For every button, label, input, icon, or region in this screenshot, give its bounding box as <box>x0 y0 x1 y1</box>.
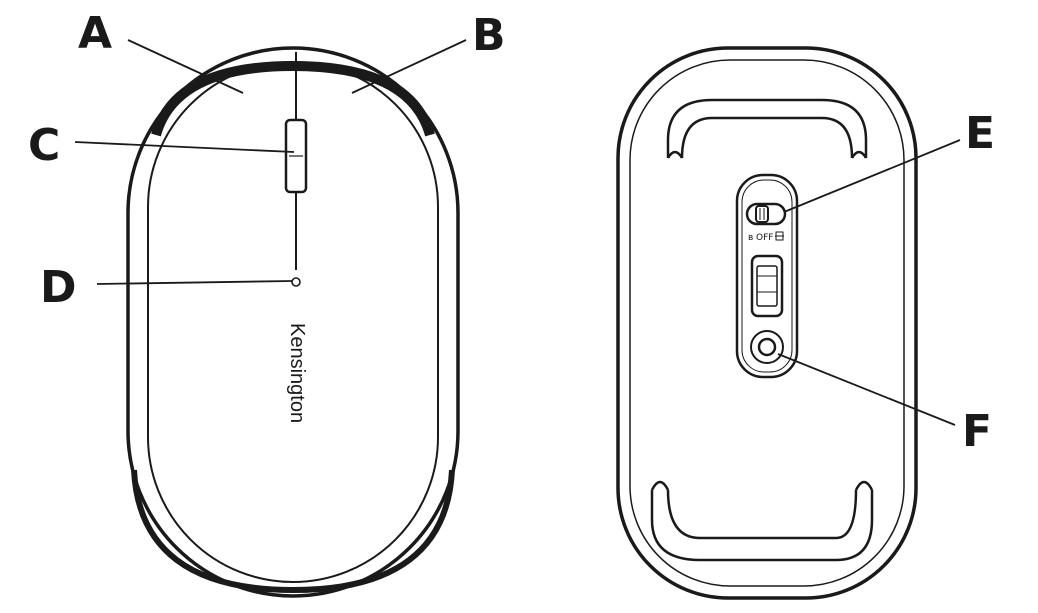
callout-label-e: E <box>965 108 995 159</box>
mouse-bottom-view: ʙ OFF <box>616 46 918 600</box>
bottom-foot-pad <box>650 480 874 562</box>
mouse-top-view: Kensington <box>126 46 460 598</box>
callout-label-a: A <box>78 8 112 59</box>
top-foot-pad <box>666 98 868 159</box>
optical-sensor <box>750 254 784 318</box>
leader-b <box>351 39 467 94</box>
bluetooth-icon: ʙ <box>748 233 753 243</box>
callout-label-f: F <box>962 406 992 457</box>
callout-label-b: B <box>472 10 506 61</box>
mouse-top-base-edge <box>131 469 455 594</box>
leader-a <box>127 39 244 94</box>
mouse-top-button-edge <box>151 60 435 137</box>
brand-label: Kensington <box>286 323 308 423</box>
mouse-top-inner-panel <box>147 61 439 583</box>
indicator-light <box>291 277 301 287</box>
callout-label-c: C <box>28 120 60 171</box>
control-plate <box>735 173 799 379</box>
mouse-bottom-inner-rim <box>629 59 905 587</box>
callout-leaders <box>74 39 961 426</box>
optical-sensor-lens <box>756 265 778 307</box>
control-plate-inner <box>741 179 793 373</box>
usb-receiver-icon <box>775 231 784 241</box>
pairing-button-core[interactable] <box>757 337 777 357</box>
mouse-top-shell <box>126 46 460 598</box>
leader-d <box>96 280 293 285</box>
leader-e <box>783 139 961 213</box>
leader-c <box>74 141 295 153</box>
switch-off-label: OFF <box>756 233 773 243</box>
mouse-bottom-shell <box>616 46 918 600</box>
mode-switch-knob[interactable] <box>755 205 769 223</box>
callout-label-d: D <box>40 262 77 313</box>
leader-f <box>777 353 956 426</box>
